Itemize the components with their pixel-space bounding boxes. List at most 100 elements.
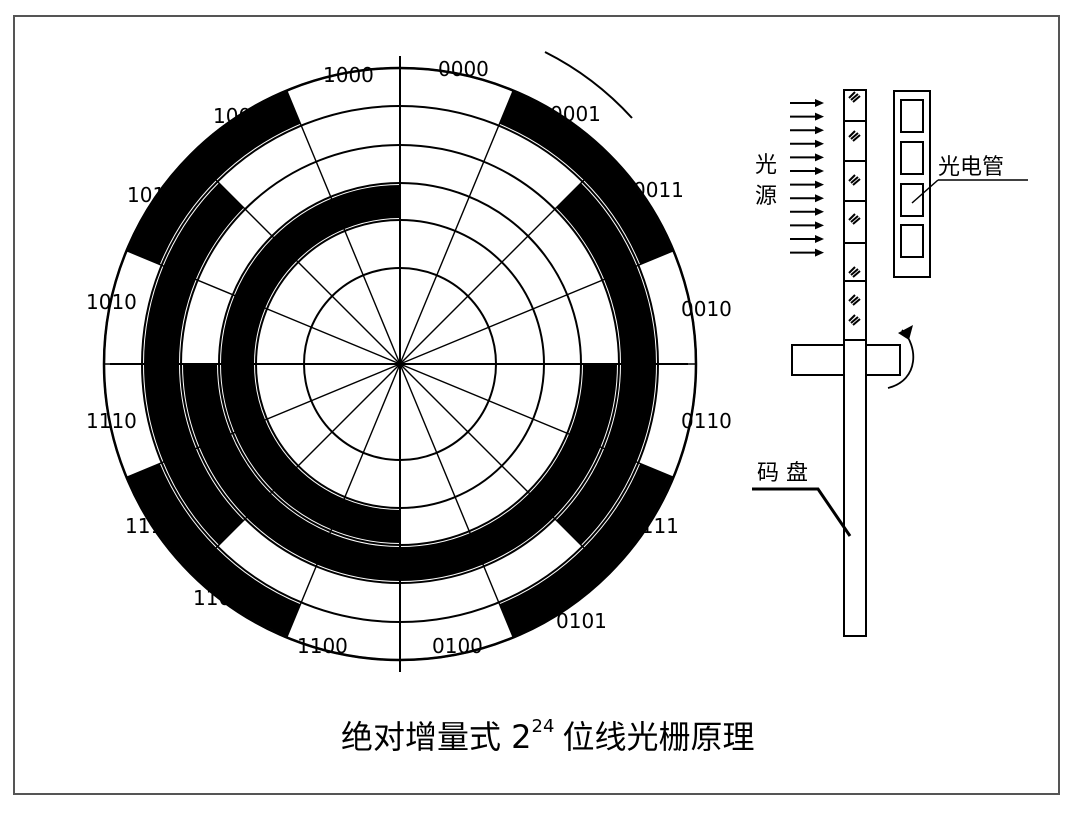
disc-track-segment (144, 364, 196, 462)
grating-strip (843, 89, 867, 637)
disc-track-segment (221, 364, 266, 433)
grating-slot-mark (848, 314, 861, 326)
photocell-leader (911, 179, 939, 204)
code-label-1010: 1010 (86, 290, 137, 314)
disc-track-segment (316, 533, 400, 581)
rotation-arrow-head (898, 325, 913, 340)
code-label-0100: 0100 (432, 634, 483, 658)
code-labels: 0000 0001 0011 0010 0110 0111 0101 0100 … (86, 57, 732, 658)
code-label-1101: 1101 (193, 586, 244, 610)
disc-spoke (286, 90, 401, 365)
disc-spoke (399, 363, 610, 574)
code-label-0011: 0011 (633, 178, 684, 202)
disc-track-segment (400, 533, 484, 581)
light-arrow-head (815, 207, 824, 216)
grating-slot-mark (848, 266, 861, 278)
code-label-1110: 1110 (86, 409, 137, 433)
title-suffix: 位线光栅原理 (562, 718, 754, 756)
code-disc-label: 码 盘 (757, 461, 808, 486)
disc-track-segment (604, 266, 656, 364)
light-arrow-head (815, 112, 824, 121)
photocell-cell-2 (900, 141, 924, 175)
disc-track-segment (569, 364, 617, 448)
light-source-arrows (790, 99, 824, 257)
disc-track-segment (556, 448, 637, 546)
disc-track-segment (499, 91, 609, 181)
photocell-label: 光电管 (938, 155, 1004, 180)
disc-spoke (399, 363, 674, 478)
photocell-cell-4 (900, 224, 924, 258)
light-arrow-head (815, 126, 824, 135)
grating-slot-mark (848, 91, 861, 103)
title-exponent: 24 (532, 716, 555, 737)
light-arrow-head (815, 194, 824, 203)
code-label-0001: 0001 (550, 102, 601, 126)
grating-slot-mark (848, 174, 861, 186)
disc-track-segment (234, 419, 297, 491)
disc-track-segment (331, 185, 400, 230)
light-arrow-head (815, 139, 824, 148)
disc-track-segment (273, 467, 345, 530)
code-label-1011: 1011 (127, 183, 178, 207)
disc-track-segment (234, 237, 297, 309)
grating-slot-mark (848, 213, 861, 225)
light-arrow-head (815, 221, 824, 230)
light-source-label-2: 源 (755, 184, 777, 209)
light-arrow-head (815, 99, 824, 107)
light-arrow-head (815, 153, 824, 162)
disc-track-segment (331, 498, 400, 543)
rotation-arc (544, 51, 633, 119)
disc-spoke (190, 363, 401, 574)
code-label-1001: 1001 (213, 104, 264, 128)
photocell-cell-3 (900, 183, 924, 217)
disc-spoke (126, 363, 401, 478)
disc-track-segment (556, 182, 637, 280)
code-label-0111: 0111 (628, 514, 679, 538)
code-disc-leader (752, 487, 852, 537)
light-arrow-head (815, 235, 824, 243)
disc-track-segment (127, 155, 217, 265)
disc-spoke (399, 90, 514, 365)
disc-spoke (126, 250, 401, 365)
disc-track-segment (199, 434, 271, 518)
encoder-disc (102, 56, 698, 672)
disc-track-segment (529, 434, 601, 518)
code-label-0110: 0110 (681, 409, 732, 433)
light-source-label-1: 光 (755, 153, 777, 178)
disc-track-segment (127, 463, 217, 573)
light-arrow-head (815, 167, 824, 175)
code-label-1000: 1000 (323, 63, 374, 87)
code-label-0000: 0000 (438, 57, 489, 81)
disc-spoke (399, 154, 610, 365)
disc-track-segment (273, 198, 345, 261)
light-arrow-head (815, 248, 824, 257)
grating-slot-mark (848, 294, 861, 306)
disc-track-segment (221, 295, 266, 364)
grating-slot-mark (848, 130, 861, 142)
code-label-1100: 1100 (297, 634, 348, 658)
disc-track-segment (604, 364, 656, 462)
disc-track-segment (144, 266, 196, 364)
code-label-0010: 0010 (681, 297, 732, 321)
code-label-1111: 1111 (125, 514, 176, 538)
title-prefix: 绝对增量式 2 (341, 718, 532, 756)
grating-slots (844, 91, 866, 341)
disc-track-segment (163, 448, 244, 546)
code-label-0101: 0101 (556, 609, 607, 633)
disc-spoke (399, 363, 514, 638)
disc-track-segment (470, 493, 554, 565)
disc-spoke (399, 250, 674, 365)
disc-track-segment (499, 547, 609, 637)
disc-track-segment (183, 364, 231, 448)
disc-spoke (286, 363, 401, 638)
shaft-right (865, 344, 901, 376)
disc-track-segment (583, 463, 673, 573)
photocell-cell-1 (900, 99, 924, 133)
disc-track-segment (583, 155, 673, 265)
diagram-title: 绝对增量式 224 位线光栅原理 (341, 716, 754, 756)
shaft-left (791, 344, 845, 376)
disc-track-segment (191, 91, 301, 181)
disc-track-segment (246, 493, 330, 565)
disc-track-segment (163, 182, 244, 280)
